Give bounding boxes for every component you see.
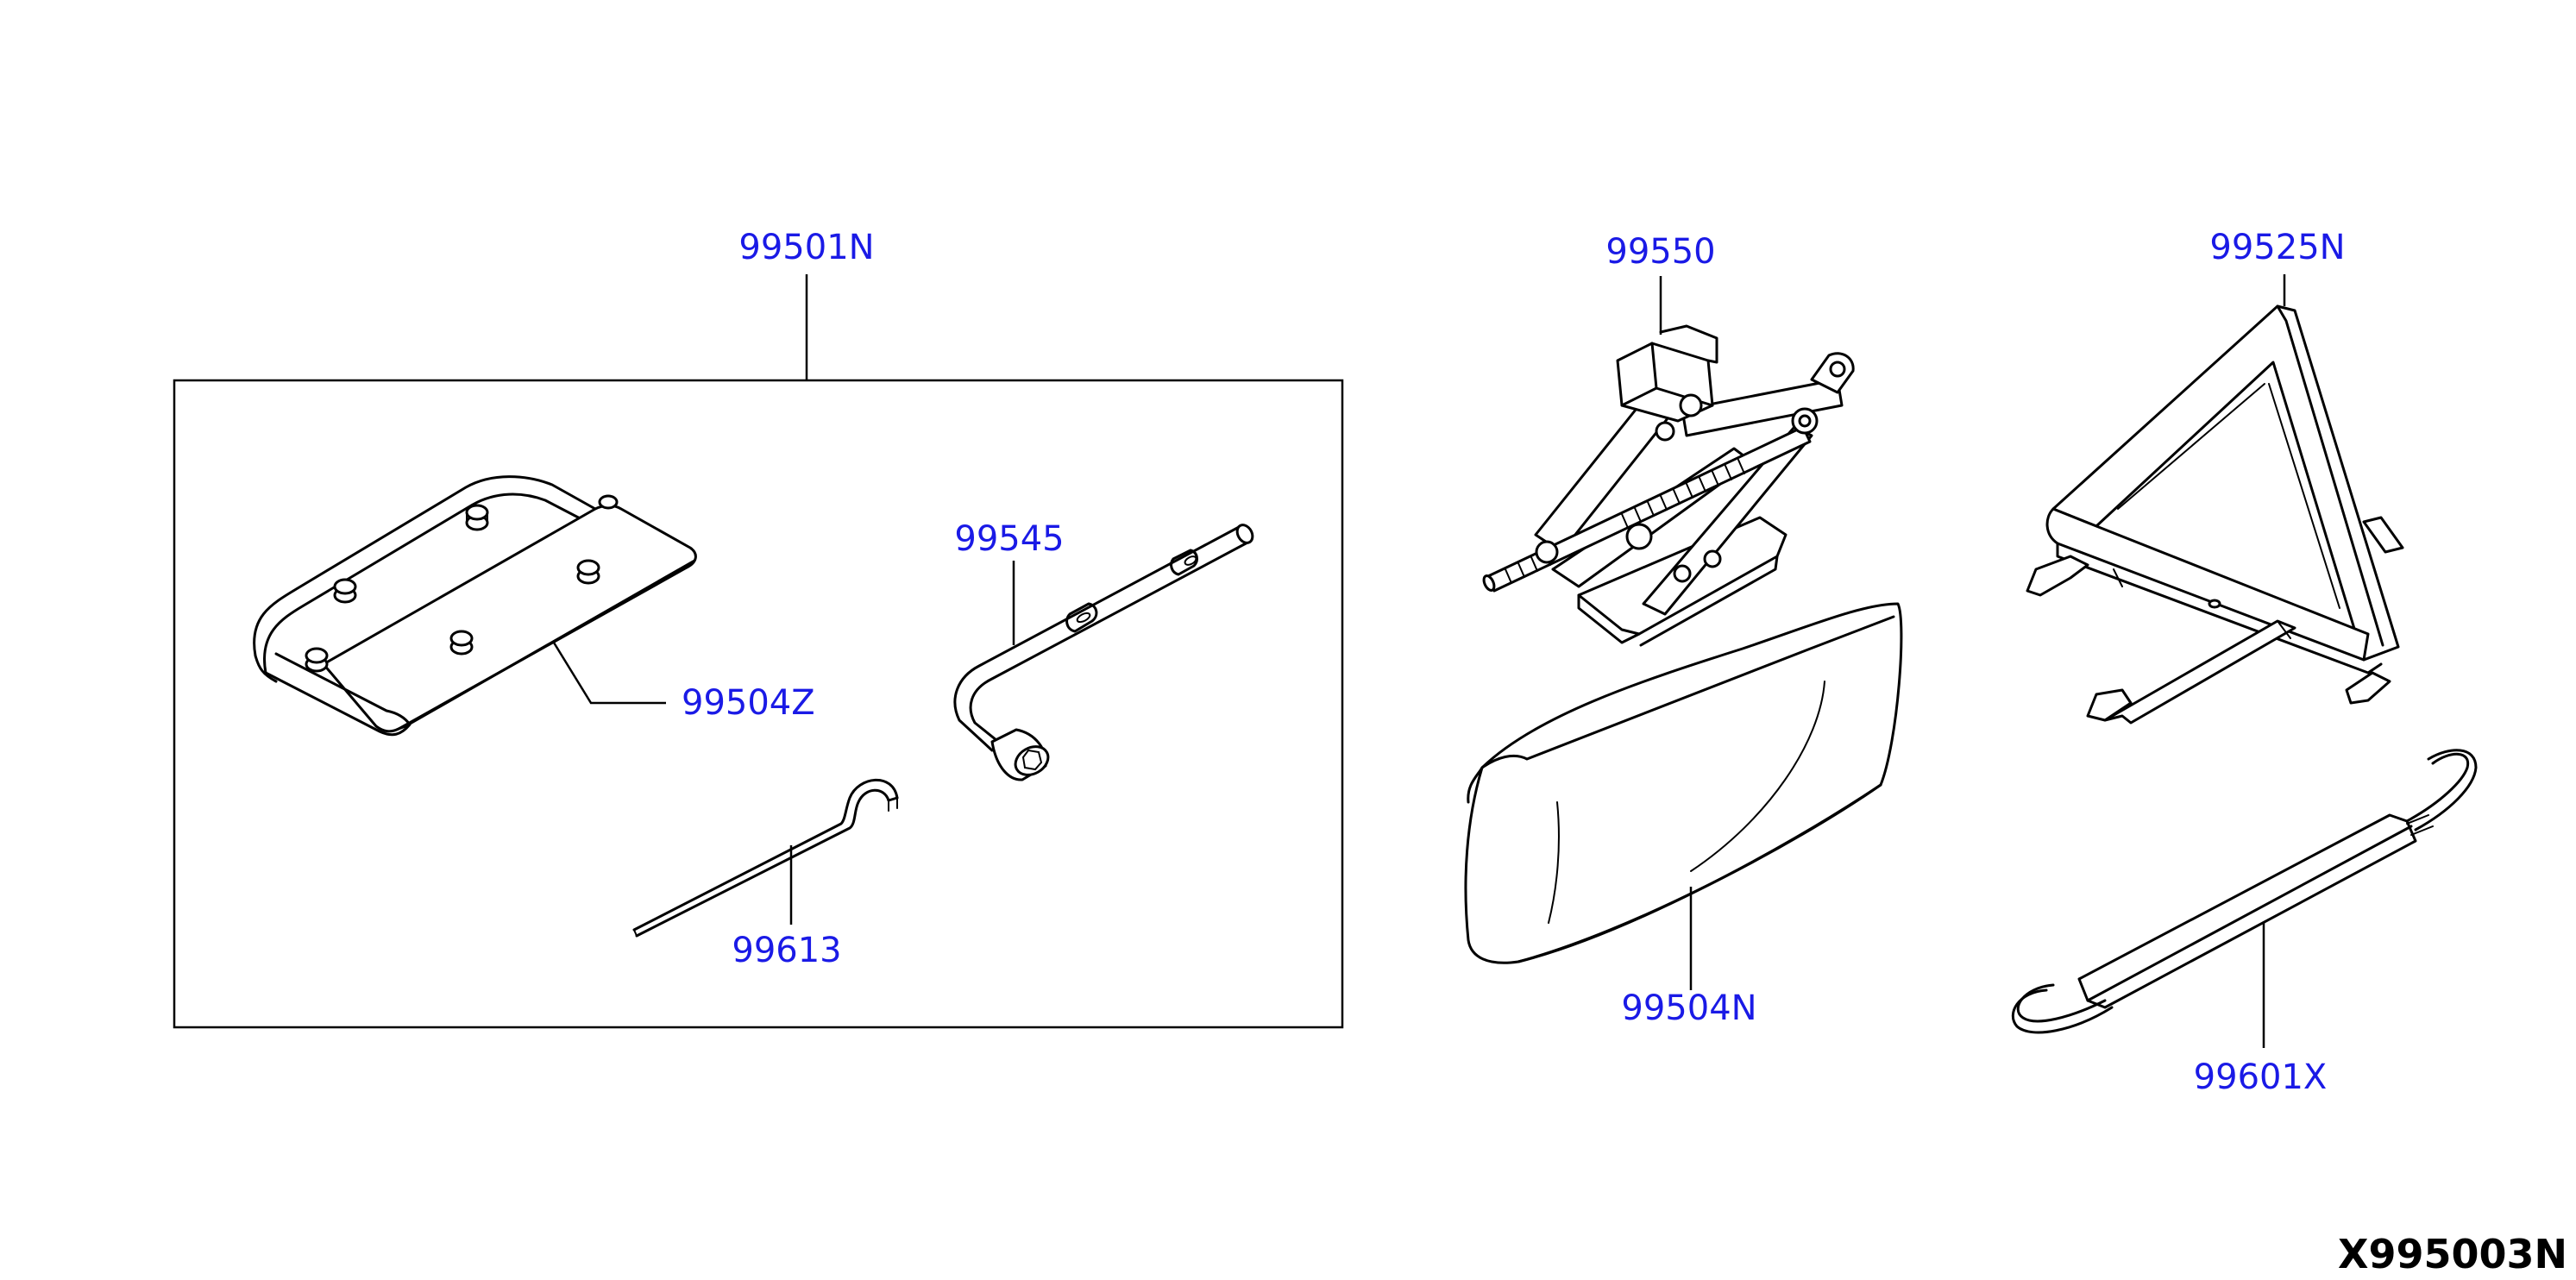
warning-triangle-drawing (2026, 304, 2404, 725)
jack-drawing (1482, 324, 1855, 647)
part-label-99504N[interactable]: 99504N (1621, 988, 1756, 1028)
part-label-99504Z[interactable]: 99504Z (682, 683, 815, 723)
part-label-99525N[interactable]: 99525N (2209, 228, 2345, 267)
part-label-99601X[interactable]: 99601X (2194, 1057, 2328, 1097)
tool-kit-box (173, 379, 1344, 1029)
diagram-code: X995003N (2338, 1231, 2567, 1277)
part-label-99550[interactable]: 99550 (1605, 232, 1715, 272)
tool-bag-drawing (253, 475, 697, 737)
leader-99504Z (552, 642, 666, 705)
part-label-99501N[interactable]: 99501N (738, 228, 874, 267)
hook-tool-drawing (632, 778, 899, 938)
strap-drawing (2011, 749, 2478, 1034)
part-label-99613[interactable]: 99613 (732, 931, 841, 970)
jack-bag-drawing (1464, 602, 1903, 964)
lug-wrench-drawing (953, 524, 1254, 781)
part-label-99545[interactable]: 99545 (954, 519, 1064, 559)
